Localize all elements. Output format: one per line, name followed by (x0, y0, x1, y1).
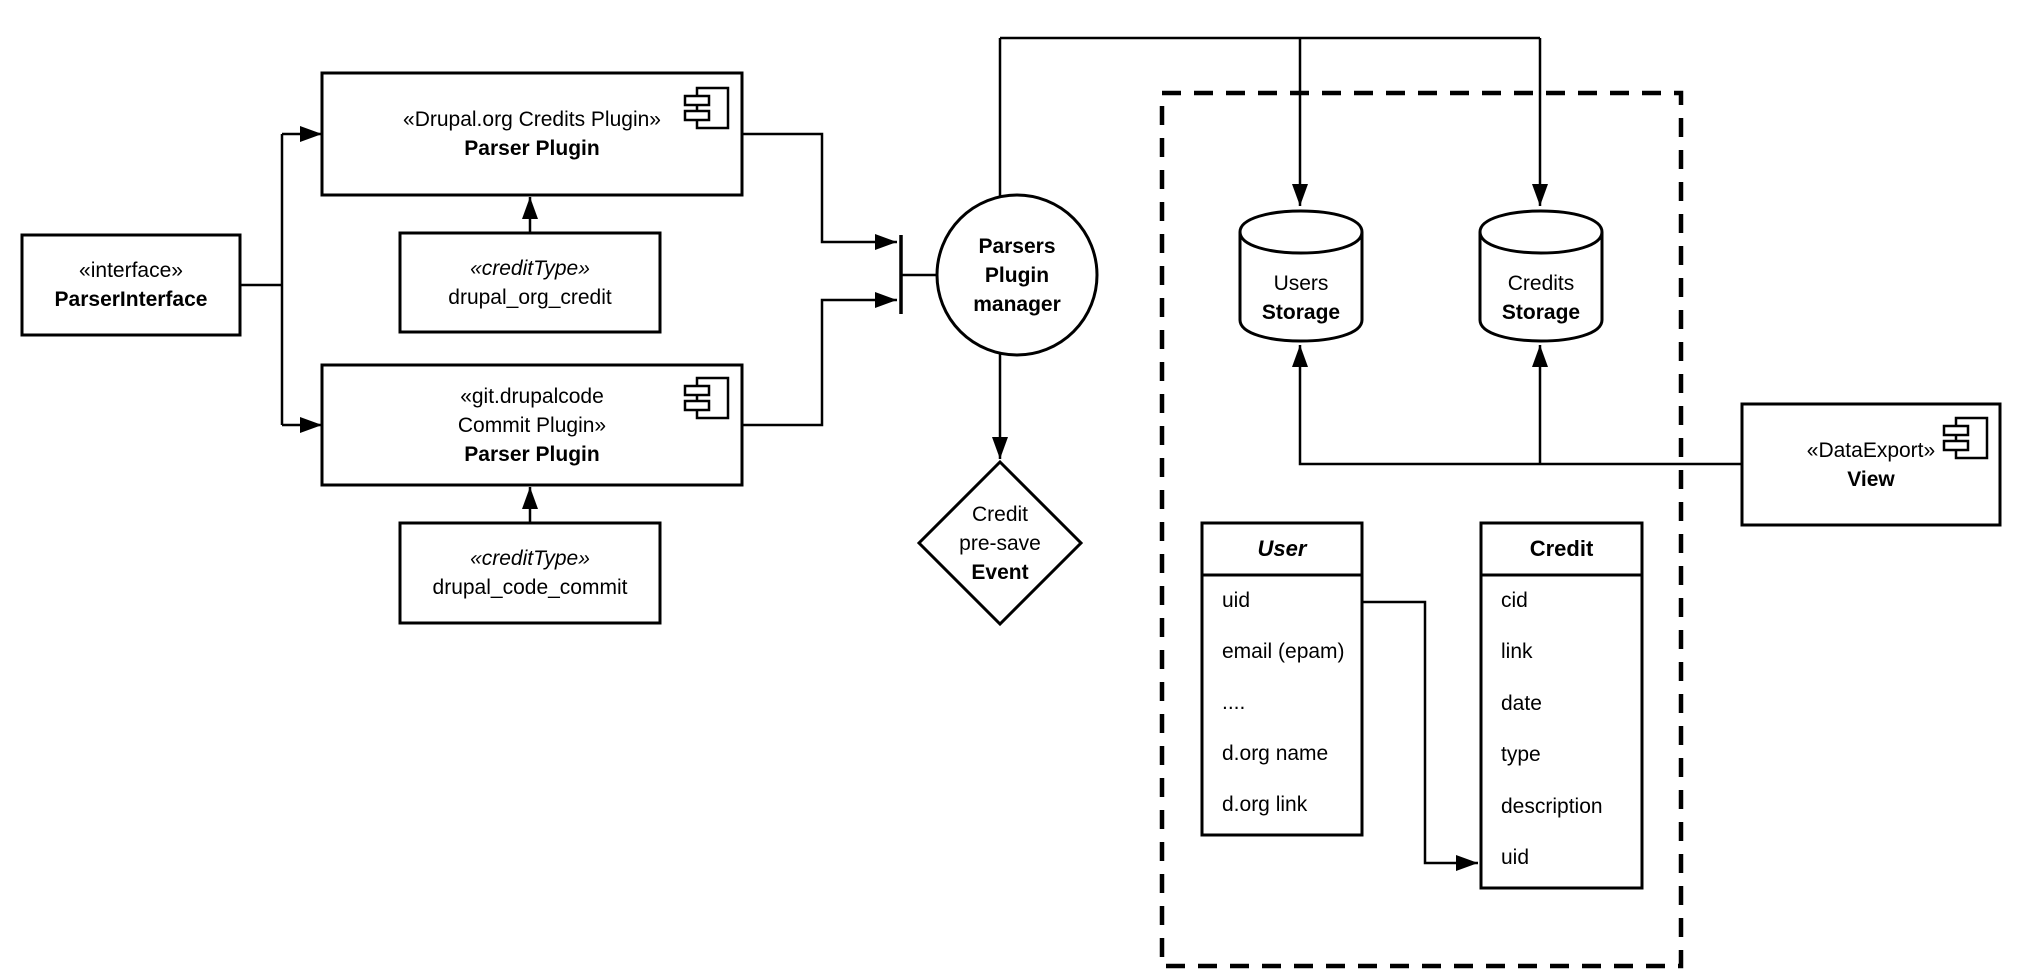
credits-storage-cylinder (1478, 209, 1604, 343)
storage-boundary-dashed-box (1159, 90, 1684, 969)
connector-view-to-users-storage (1292, 345, 1742, 466)
component-icon (683, 86, 730, 130)
credit-pre-save-event-diamond (916, 459, 1084, 627)
user-table-box (1200, 521, 1364, 837)
credit-type-bottom-box (398, 521, 662, 625)
connector-user-uid-to-credit-uid (1362, 600, 1478, 871)
connector-plugin-bottom-to-manager (742, 292, 897, 427)
credit-type-top-box (398, 231, 662, 334)
users-storage-cylinder (1238, 209, 1364, 343)
parsers-plugin-manager-circle (935, 193, 1099, 357)
credit-table-box (1479, 521, 1644, 890)
connector-plugin-top-to-manager (742, 132, 897, 250)
component-icon (1942, 416, 1989, 460)
component-icon (683, 376, 730, 420)
plugin-bottom-box (320, 363, 744, 487)
plugin-top-box (320, 71, 744, 197)
parser-interface-box (20, 233, 242, 337)
